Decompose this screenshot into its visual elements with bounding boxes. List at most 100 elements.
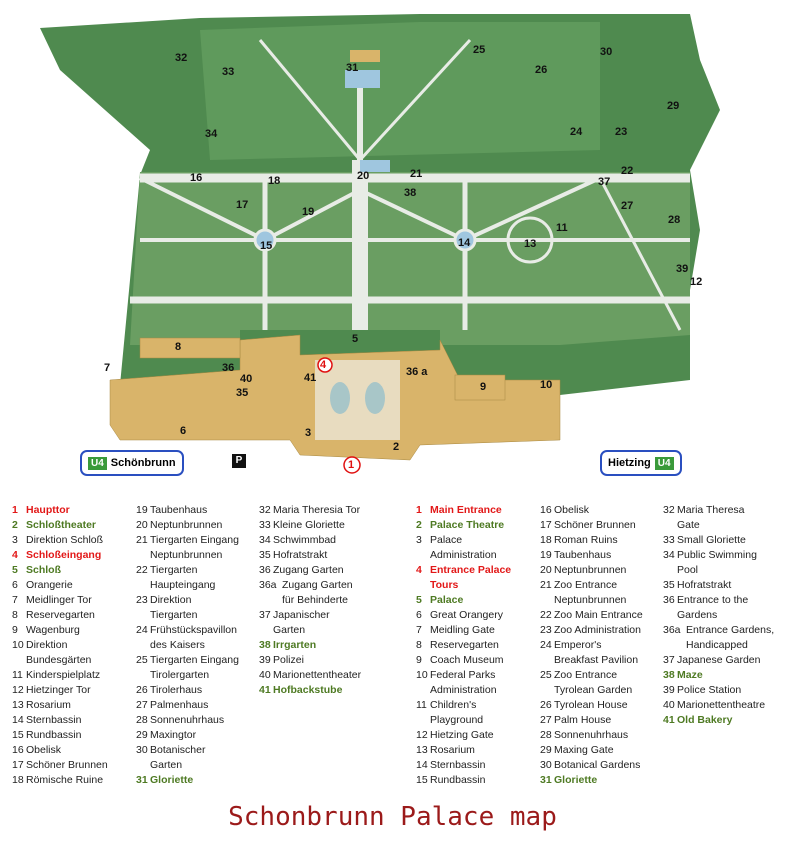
map-marker-38[interactable]: 38 [404, 187, 417, 199]
legend-label: Wagenburg [26, 624, 80, 636]
map-marker-41[interactable]: 41 [304, 372, 317, 384]
map-marker-18[interactable]: 18 [268, 175, 281, 187]
map-marker-22[interactable]: 22 [621, 165, 634, 177]
legend-label: Tiergarten Eingang [150, 534, 239, 546]
map-marker-31[interactable]: 31 [346, 62, 359, 74]
map-marker-32[interactable]: 32 [175, 52, 188, 64]
map-marker-29[interactable]: 29 [667, 100, 680, 112]
map-marker-24[interactable]: 24 [570, 126, 583, 138]
u4-hietzing-station[interactable]: Hietzing U4 [600, 450, 682, 476]
legend-number: 9 [416, 654, 422, 666]
map-marker-3[interactable]: 3 [305, 427, 312, 439]
legend-number: 21 [136, 534, 148, 546]
map-marker-5[interactable]: 5 [352, 333, 359, 345]
map-marker-11[interactable]: 11 [556, 222, 568, 234]
u4-line-badge: U4 [88, 456, 107, 470]
map-marker-4[interactable]: 4 [320, 359, 327, 371]
legend-label: Frühstückspavillon [150, 624, 237, 636]
map-marker-14[interactable]: 14 [458, 237, 471, 249]
map-marker-16[interactable]: 16 [190, 172, 203, 184]
u4-schoenbrunn-station[interactable]: U4 Schönbrunn [80, 450, 184, 476]
legend-number: 38 [663, 669, 675, 681]
legend-label: Rundbassin [430, 774, 486, 786]
map-marker-21[interactable]: 21 [410, 168, 423, 180]
map-marker-1[interactable]: 1 [348, 459, 355, 471]
map-marker-13[interactable]: 13 [524, 238, 537, 250]
map-marker-20[interactable]: 20 [357, 170, 370, 182]
map-marker-30[interactable]: 30 [600, 46, 613, 58]
map-marker-35[interactable]: 35 [236, 387, 249, 399]
legend-number: 11 [416, 699, 427, 711]
map-marker-26[interactable]: 26 [535, 64, 548, 76]
map-marker-33[interactable]: 33 [222, 66, 235, 78]
legend-number: 37 [259, 609, 271, 621]
map-marker-2[interactable]: 2 [393, 441, 400, 453]
map-marker-25[interactable]: 25 [473, 44, 486, 56]
legend-label: Tiergarten Eingang [150, 654, 239, 666]
legend-label: Kleine Gloriette [273, 519, 345, 531]
map-marker-36a[interactable]: 36 a [406, 366, 428, 378]
legend-number: 26 [540, 699, 552, 711]
legend-label-cont: Bundesgärten [26, 654, 92, 666]
legend-number: 17 [12, 759, 24, 771]
map-marker-10[interactable]: 10 [540, 379, 553, 391]
courtyard-fountain-right [365, 382, 385, 414]
legend-number: 9 [12, 624, 18, 636]
legend-label: Rundbassin [26, 729, 82, 741]
map-marker-37[interactable]: 37 [598, 176, 611, 188]
map-marker-36[interactable]: 36 [222, 362, 235, 374]
map-marker-15[interactable]: 15 [260, 240, 273, 252]
legend-label: Sternbassin [26, 714, 82, 726]
legend-number: 29 [136, 729, 148, 741]
map-marker-27[interactable]: 27 [621, 200, 634, 212]
legend-number: 37 [663, 654, 675, 666]
legend-label: Marionettentheater [273, 669, 362, 681]
legend-label: Zugang Garten [273, 564, 344, 576]
legend-label: Hofratstrakt [677, 579, 732, 591]
map-marker-34[interactable]: 34 [205, 128, 218, 140]
legend-number: 35 [663, 579, 675, 591]
legend-label-cont: Tours [430, 579, 459, 591]
map-marker-19[interactable]: 19 [302, 206, 315, 218]
map-marker-17[interactable]: 17 [236, 199, 249, 211]
map-marker-12[interactable]: 12 [690, 276, 703, 288]
legend-label: Hietzinger Tor [26, 684, 91, 696]
map-marker-39[interactable]: 39 [676, 263, 689, 275]
map-marker-23[interactable]: 23 [615, 126, 628, 138]
map-marker-28[interactable]: 28 [668, 214, 681, 226]
map-marker-8[interactable]: 8 [175, 341, 182, 353]
legend-number: 34 [259, 534, 271, 546]
legend-label: Schloß [26, 564, 62, 576]
legend-number: 30 [136, 744, 148, 756]
map-marker-7[interactable]: 7 [104, 362, 111, 374]
legend-label: Hofratstrakt [273, 549, 328, 561]
map-marker-9[interactable]: 9 [480, 381, 487, 393]
map-marker-6[interactable]: 6 [180, 425, 187, 437]
map-marker-40[interactable]: 40 [240, 373, 253, 385]
legend-number: 14 [12, 714, 24, 726]
legend-label: Japanese Garden [677, 654, 761, 666]
legend-number: 36a [259, 579, 277, 591]
legend-number: 33 [663, 534, 675, 546]
legend-label-cont: Neptunbrunnen [554, 594, 627, 606]
legend-number: 4 [416, 564, 422, 576]
legend-label: Taubenhaus [150, 504, 208, 516]
legend-label-cont: Tiergarten [150, 609, 198, 621]
